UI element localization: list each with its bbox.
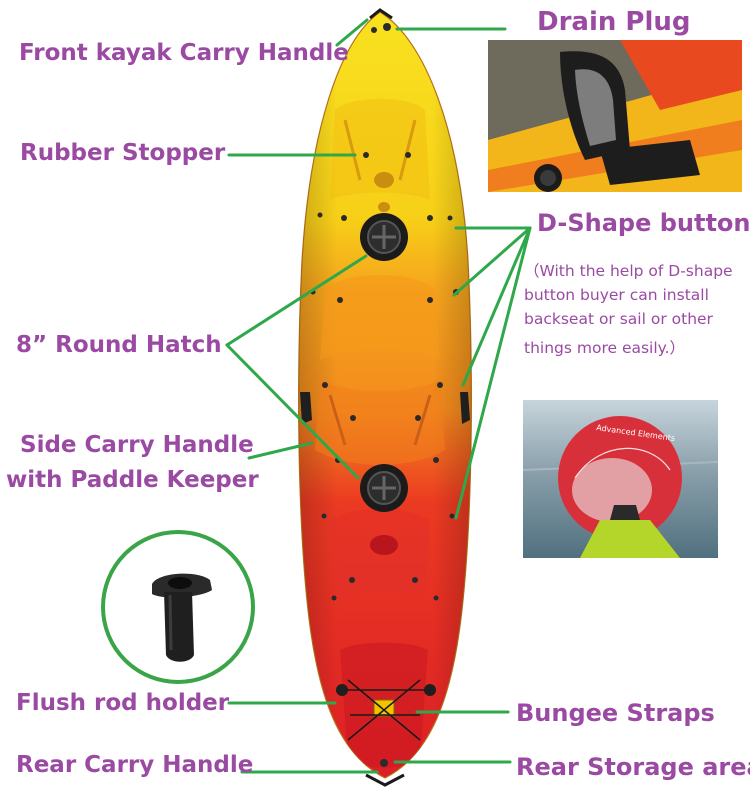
- label-round-hatch: 8” Round Hatch: [16, 332, 222, 358]
- label-side-carry-handle-line-2: with Paddle Keeper: [6, 467, 259, 493]
- leader-side-handle: [247, 441, 314, 460]
- label-d-shape-button: D-Shape button: [537, 209, 750, 237]
- d-shape-note-line-2: button buyer can install: [524, 286, 709, 304]
- d-shape-note-line-3: backseat or sail or other: [524, 310, 713, 328]
- sail-inset-photo: Advanced Elements: [522, 400, 719, 558]
- label-rear-carry-handle: Rear Carry Handle: [16, 752, 254, 778]
- leader-lines: [225, 18, 532, 774]
- d-shape-note-line-4: things more easily.）: [524, 339, 686, 357]
- d-shape-note: （With the help of D-shape button buyer c…: [524, 259, 733, 360]
- kayak-hull: [298, 8, 472, 787]
- rod-holder-inset: [101, 530, 255, 684]
- leader-front-handle: [335, 18, 369, 47]
- label-flush-rod-holder: Flush rod holder: [16, 690, 230, 716]
- label-side-carry-handle-line-1: Side Carry Handle: [20, 432, 254, 458]
- leader-hatch-rear: [225, 343, 360, 480]
- rear-storage-bungee: [336, 679, 436, 787]
- label-front-carry-handle: Front kayak Carry Handle: [19, 40, 349, 66]
- label-rear-storage-area: Rear Storage area: [516, 753, 750, 781]
- label-rubber-stopper: Rubber Stopper: [20, 140, 226, 166]
- label-drain-plug: Drain Plug: [537, 7, 691, 37]
- backseat-inset-photo: [488, 40, 742, 192]
- label-bungee-straps: Bungee Straps: [516, 699, 715, 727]
- rear-round-hatch: [360, 464, 408, 512]
- leader-hatch-front: [225, 254, 368, 347]
- leader-d-shape-4: [454, 226, 532, 520]
- d-shape-note-line-1: （With the help of D-shape: [524, 262, 733, 280]
- leader-d-shape-2: [452, 226, 532, 297]
- label-side-carry-handle: Side Carry Handle with Paddle Keeper: [6, 428, 259, 498]
- leader-d-shape-3: [461, 226, 532, 387]
- front-round-hatch: [360, 213, 408, 261]
